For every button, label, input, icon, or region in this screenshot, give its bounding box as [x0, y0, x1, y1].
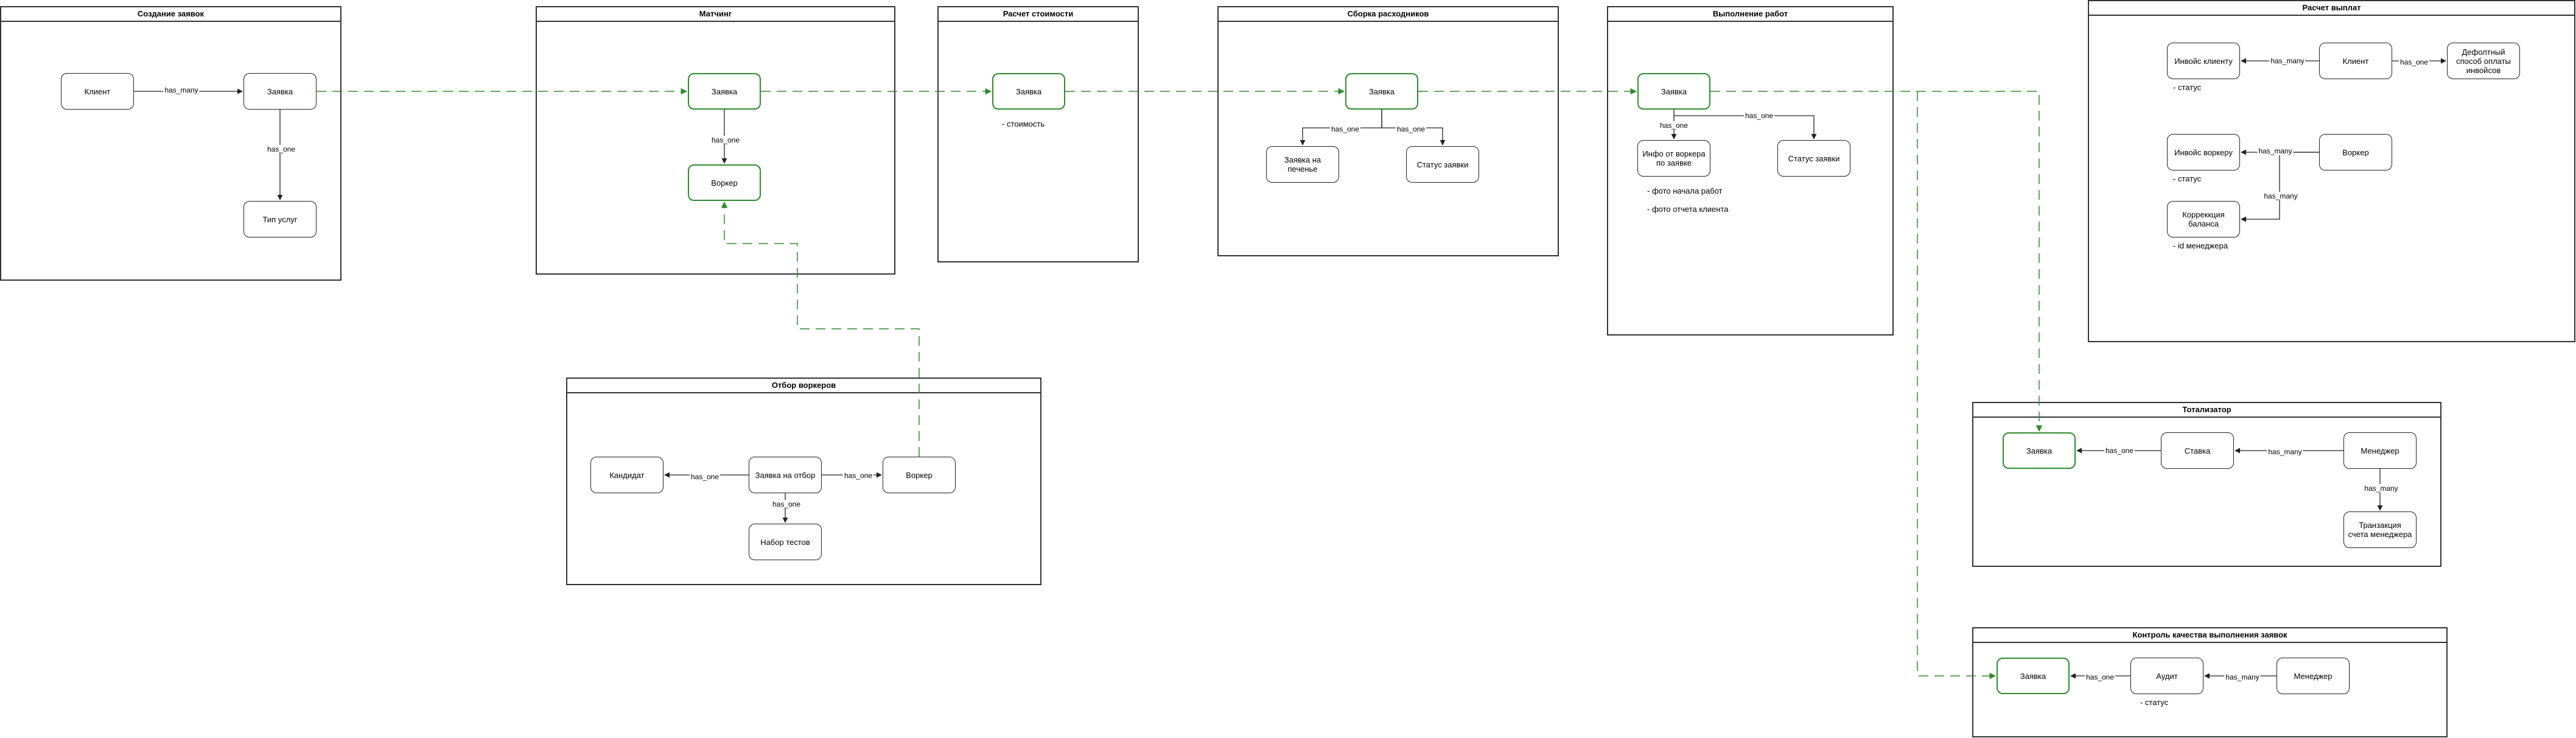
node-order[interactable]: Заявка: [992, 73, 1065, 110]
frame-title: Расчет стоимости: [939, 7, 1138, 22]
edge-label: has_one: [265, 145, 297, 153]
node-selection-request[interactable]: Заявка на отбор: [749, 457, 822, 493]
frame-title: Контроль качества выполнения заявок: [1973, 628, 2446, 643]
note-photo-report: - фото отчета клиента: [1647, 205, 1729, 214]
note-status: - статус: [2140, 698, 2169, 707]
edge-exec-order-status: [1674, 115, 1817, 139]
node-manager-transaction[interactable]: Транзакция счета менеджера: [2343, 511, 2417, 548]
node-order[interactable]: Заявка: [243, 73, 317, 110]
node-worker-invoice[interactable]: Инвойс воркеру: [2167, 134, 2240, 170]
node-candidate[interactable]: Кандидат: [590, 457, 663, 493]
edge-label: has_one: [2398, 58, 2430, 66]
edge-label: has_one: [771, 500, 802, 508]
edge-label: has_one: [1743, 111, 1775, 120]
node-manager[interactable]: Менеджер: [2277, 658, 2350, 694]
flow-selection-to-matching: [721, 201, 920, 457]
edge-label: has_many: [163, 86, 200, 94]
node-worker-info[interactable]: Инфо от воркера по заявке: [1637, 140, 1710, 177]
note-status: - статус: [2173, 174, 2202, 183]
flow-execution-to-totalizator: [1710, 91, 2043, 432]
node-client[interactable]: Клиент: [2319, 43, 2392, 79]
edge-pay-worker-balance: [2241, 152, 2319, 222]
edge-label: has_many: [2269, 57, 2306, 65]
edge-label: has_many: [2363, 484, 2399, 493]
frame-title: Тотализатор: [1973, 403, 2440, 418]
edge-label: has_one: [1395, 125, 1427, 133]
node-worker[interactable]: Воркер: [883, 457, 956, 493]
node-client[interactable]: Клиент: [61, 73, 134, 110]
edge-label: has_one: [710, 136, 741, 144]
node-order-status[interactable]: Статус заявки: [1406, 146, 1479, 183]
edge-label: has_one: [1329, 125, 1361, 133]
node-manager[interactable]: Менеджер: [2343, 432, 2417, 469]
node-order-status[interactable]: Статус заявки: [1777, 140, 1850, 177]
frame-creation: Создание заявок: [0, 6, 341, 281]
node-worker[interactable]: Воркер: [2319, 134, 2392, 170]
node-print-request[interactable]: Заявка на печенье: [1266, 146, 1339, 183]
frame-expenses: Сборка расходников: [1217, 6, 1559, 256]
note-photo-start: - фото начала работ: [1647, 186, 1723, 195]
frame-title: Отбор воркеров: [567, 379, 1040, 393]
edge-label: has_many: [2224, 673, 2261, 681]
frame-cost: Расчет стоимости: [937, 6, 1139, 262]
node-bet[interactable]: Ставка: [2161, 432, 2234, 469]
note-status: - статус: [2173, 83, 2202, 92]
node-client-invoice[interactable]: Инвойс клиенту: [2167, 43, 2240, 79]
edge-label: has_one: [689, 473, 721, 481]
edge-label: has_one: [2104, 446, 2135, 455]
flow-execution-to-quality: [1917, 91, 1997, 680]
node-audit[interactable]: Аудит: [2130, 658, 2203, 694]
node-order[interactable]: Заявка: [1997, 658, 2070, 694]
edge-label: has_one: [1658, 121, 1690, 130]
edge-label: has_one: [2084, 673, 2116, 681]
edge-label: has_one: [842, 471, 874, 480]
node-order[interactable]: Заявка: [1345, 73, 1418, 110]
note-cost: - стоимость: [1002, 119, 1045, 128]
node-order[interactable]: Заявка: [1637, 73, 1710, 110]
node-default-payment-method[interactable]: Дефолтный способ оплаты инвойсов: [2447, 43, 2520, 79]
frame-title: Выполнение работ: [1608, 7, 1892, 22]
frame-title: Матчинг: [537, 7, 894, 22]
node-order[interactable]: Заявка: [2003, 432, 2076, 469]
edge-label: has_many: [2263, 192, 2299, 200]
node-test-set[interactable]: Набор тестов: [749, 524, 822, 560]
node-service-type[interactable]: Тип услуг: [243, 201, 317, 237]
node-order[interactable]: Заявка: [688, 73, 761, 110]
node-balance-correction[interactable]: Корреккция баланса: [2167, 201, 2240, 237]
note-manager-id: - id менеджера: [2173, 241, 2228, 250]
edge-label: has_many: [2267, 448, 2303, 456]
node-worker[interactable]: Воркер: [688, 164, 761, 201]
frame-title: Расчет выплат: [2089, 1, 2574, 16]
frame-title: Сборка расходников: [1219, 7, 1558, 22]
frame-title: Создание заявок: [1, 7, 340, 22]
edge-label: has_many: [2257, 147, 2294, 155]
